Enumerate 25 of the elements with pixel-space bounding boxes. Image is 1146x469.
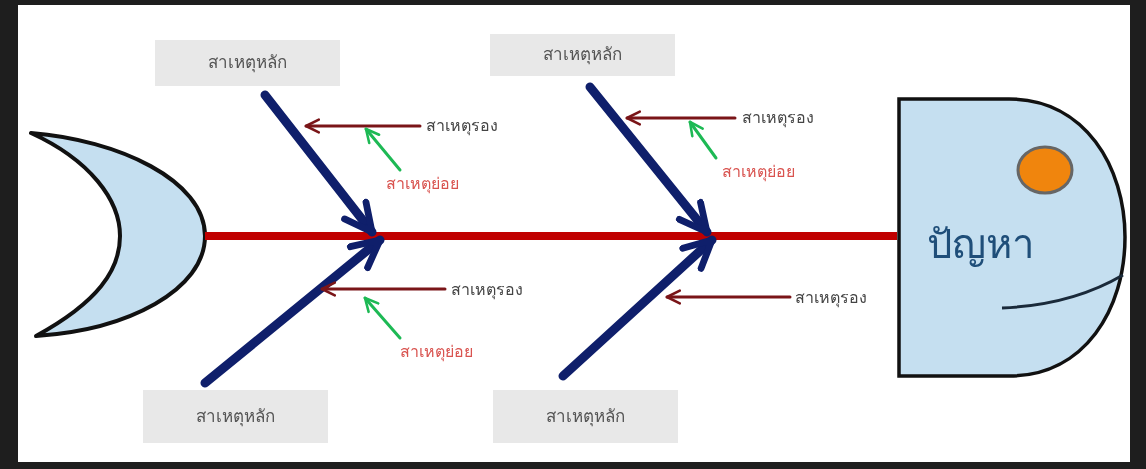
main-cause-label: สาเหตุหลัก <box>543 43 622 67</box>
arrow <box>304 118 422 134</box>
arrow <box>625 110 737 126</box>
sub-cause-label: สาเหตุย่อย <box>722 161 795 184</box>
sub-cause-label: สาเหตุย่อย <box>386 173 459 196</box>
main-cause-label: สาเหตุหลัก <box>208 51 287 75</box>
arrow <box>665 289 792 305</box>
problem-label: ปัญหา <box>927 220 1034 269</box>
arrow <box>260 90 377 237</box>
fish-spine-bar <box>205 232 897 240</box>
secondary-cause-label: สาเหตุรอง <box>742 107 814 130</box>
secondary-cause-label: สาเหตุรอง <box>795 287 867 310</box>
main-cause-label: สาเหตุหลัก <box>196 404 275 429</box>
arrow <box>585 82 712 237</box>
arrow <box>363 296 402 340</box>
sub-cause-label: สาเหตุย่อย <box>400 341 473 364</box>
main-cause-label: สาเหตุหลัก <box>546 404 625 429</box>
secondary-cause-label: สาเหตุรอง <box>426 115 498 138</box>
secondary-cause-label: สาเหตุรอง <box>451 279 523 302</box>
arrow <box>320 281 447 297</box>
arrow <box>364 127 402 172</box>
arrow <box>558 235 717 381</box>
arrow <box>200 235 385 388</box>
fish-tail-drawing <box>28 130 208 340</box>
arrow <box>688 120 718 160</box>
